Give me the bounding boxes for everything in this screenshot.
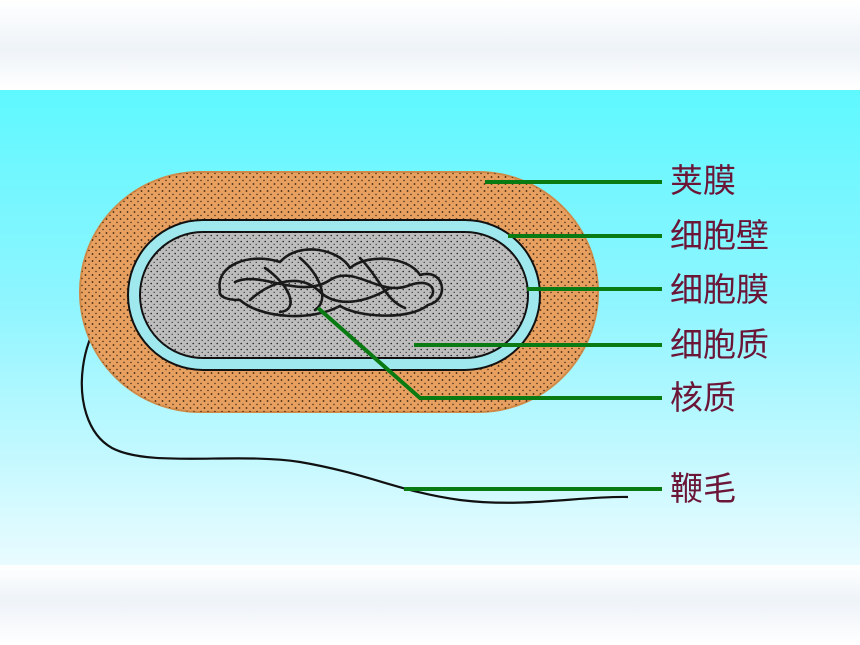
- label-capsule: 荚膜: [670, 161, 736, 200]
- label-cytoplasm: 细胞质: [670, 325, 769, 364]
- leader-line-nucleoid: [316, 306, 662, 400]
- label-cell-membrane: 细胞膜: [670, 270, 769, 309]
- flagellum: [80, 293, 629, 504]
- label-cell-wall: 细胞壁: [670, 216, 769, 255]
- label-flagellum: 鞭毛: [670, 469, 736, 508]
- label-nucleoid: 核质: [670, 378, 736, 417]
- bottom-band: [0, 565, 860, 645]
- top-band: [0, 0, 860, 90]
- cytoplasm-texture: [140, 232, 528, 358]
- leader-lines: [316, 180, 662, 491]
- nucleoid: [218, 248, 444, 318]
